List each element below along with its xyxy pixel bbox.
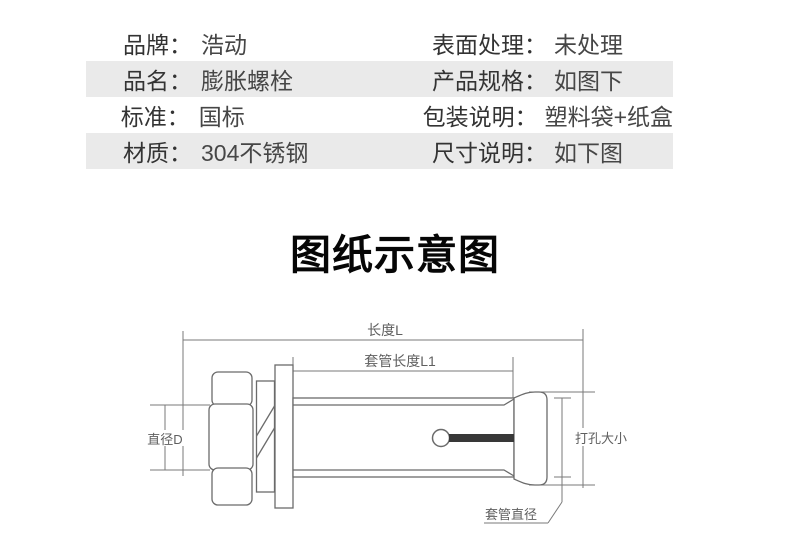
- attr-label-material: 材质：: [123, 140, 192, 166]
- hex-nut: [208, 371, 254, 506]
- table-row: 品牌： 浩动 表面处理： 未处理: [86, 25, 673, 61]
- section-title: 图纸示意图: [290, 232, 500, 278]
- attr-label-surface: 表面处理：: [432, 32, 547, 58]
- bolt-outline: [208, 364, 548, 509]
- attr-value-material: 304不锈钢: [201, 140, 309, 166]
- spec-table: 品牌： 浩动 表面处理： 未处理 品名： 膨胀螺栓 产品规格： 如图下 标准： …: [86, 25, 673, 169]
- table-row: 材质： 304不锈钢 尺寸说明： 如下图: [86, 133, 673, 169]
- attr-value-spec: 如图下: [554, 68, 623, 94]
- attr-value-standard: 国标: [198, 104, 245, 130]
- attr-label-product-name: 品名：: [123, 68, 192, 94]
- expansion-cone: [513, 391, 548, 486]
- attr-value-brand: 浩动: [201, 32, 247, 58]
- flange-washer: [274, 364, 294, 509]
- pin-shaft: [449, 434, 514, 442]
- table-row: 品名： 膨胀螺栓 产品规格： 如图下: [86, 61, 673, 97]
- attr-label-packaging: 包装说明：: [422, 104, 538, 130]
- pin-head: [431, 428, 451, 448]
- label-gap: [573, 428, 631, 446]
- dim-label-hole-size: 打孔大小: [575, 431, 627, 446]
- attr-value-product-name: 膨胀螺栓: [201, 68, 293, 94]
- table-row: 标准： 国标 包装说明： 塑料袋+纸盒: [86, 97, 673, 133]
- dim-label-sleeve-diameter: 套管直径: [485, 507, 537, 522]
- attr-label-size-note: 尺寸说明：: [432, 140, 547, 166]
- attr-label-spec: 产品规格：: [432, 68, 547, 94]
- attr-label-brand: 品牌：: [123, 32, 192, 58]
- label-gap: [146, 430, 184, 446]
- attr-value-surface: 未处理: [554, 32, 623, 58]
- dim-label-diameter: 直径D: [147, 432, 182, 447]
- attr-value-packaging: 塑料袋+纸盒: [544, 104, 673, 130]
- dim-label-sleeve-length: 套管长度L1: [364, 353, 436, 369]
- spring-washer: [255, 380, 276, 493]
- attr-label-standard: 标准：: [120, 104, 190, 130]
- dim-label-length: 长度L: [367, 322, 403, 338]
- attr-value-size-note: 如下图: [554, 140, 623, 166]
- expansion-bolt-diagram: 长度L 套管长度L1 直径D 打孔大小 套管直径: [146, 322, 631, 524]
